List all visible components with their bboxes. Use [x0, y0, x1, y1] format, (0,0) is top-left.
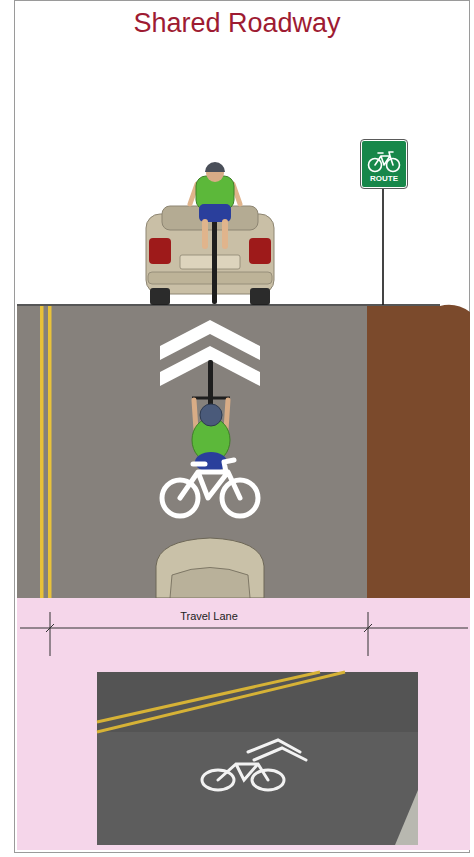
dimension-line: [20, 612, 468, 656]
diagram-title: Shared Roadway: [0, 8, 474, 39]
bicycle-icon: [364, 148, 404, 174]
center-line: [48, 306, 52, 598]
center-line: [40, 306, 44, 598]
detail-band: [17, 598, 470, 850]
cyclist-rear: [190, 162, 240, 304]
frame: [15, 1, 470, 853]
route-sign: ROUTE: [361, 140, 407, 188]
shoulder-dirt: [367, 305, 470, 598]
travel-lane-surface: [17, 306, 367, 598]
sign-text: ROUTE: [370, 174, 398, 184]
dimension-label: Travel Lane: [50, 610, 368, 622]
car-front-top: [156, 538, 264, 598]
cyclist-top: [192, 360, 230, 472]
sign-post: [382, 188, 384, 305]
ground-line: [17, 304, 440, 306]
sharrow-bicycle: [162, 460, 258, 516]
photo: [97, 672, 418, 845]
